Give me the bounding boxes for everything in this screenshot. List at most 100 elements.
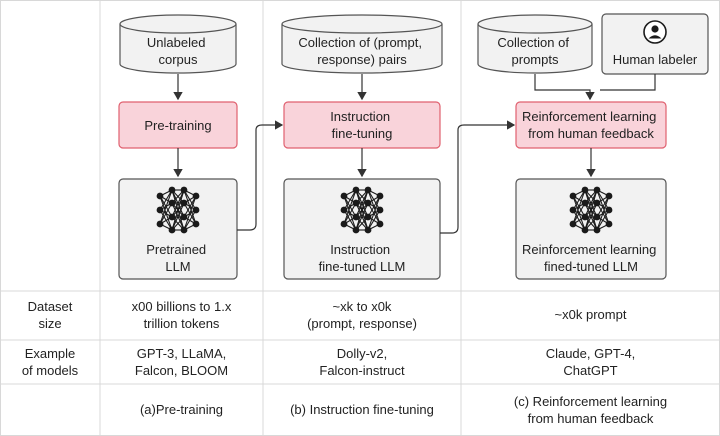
pretrained-llm-label: Pretrained LLM: [146, 242, 210, 274]
cell-line: (prompt, response): [307, 316, 417, 331]
stage-rlhf: Collection of prompts Human labeler: [477, 13, 709, 280]
network-edge: [572, 189, 586, 225]
network-node: [180, 226, 188, 234]
network-node: [352, 226, 360, 234]
cell-models-pretraining: GPT-3, LLaMA, Falcon, BLOOM: [100, 345, 263, 379]
prompt-response-pairs-label: Collection of (prompt, response) pairs: [298, 35, 425, 67]
human-labeler-box: Human labeler: [601, 13, 709, 75]
network-edge: [367, 195, 381, 218]
rlhf-llm-label: Reinforcement learning fined-tuned LLM: [522, 242, 660, 274]
network-edge: [171, 189, 185, 218]
network-edge: [159, 189, 173, 225]
row-header-line: Dataset: [27, 299, 73, 314]
instruction-llm-label: Instruction fine-tuned LLM: [319, 242, 406, 274]
cell-models-instruction: Dolly-v2, Falcon-instruct: [263, 345, 461, 379]
row-header-line: Example: [24, 346, 76, 361]
network-node: [376, 220, 384, 228]
network-node: [192, 192, 200, 200]
network-node: [156, 206, 164, 214]
neural-network-icon: [156, 186, 200, 234]
network-edge: [367, 195, 381, 231]
network-edge: [343, 189, 357, 225]
neural-network-icon: [340, 186, 384, 234]
row-header-example-models: Example of models: [0, 345, 100, 379]
network-node: [364, 226, 372, 234]
network-node: [569, 206, 577, 214]
caption-instruction: (b) Instruction fine-tuning: [263, 401, 461, 418]
cell-line: Falcon, BLOOM: [134, 363, 229, 378]
cell-line: trillion tokens: [143, 316, 220, 331]
network-edge: [355, 202, 369, 231]
cell-models-rlhf: Claude, GPT-4, ChatGPT: [461, 345, 720, 379]
cell-line: x00 billions to 1.x: [131, 299, 232, 314]
cell-line: Dolly-v2,: [336, 346, 388, 361]
network-node: [605, 220, 613, 228]
cell-line: ~xk to x0k: [332, 299, 392, 314]
network-node: [340, 220, 348, 228]
network-node: [180, 213, 188, 221]
network-edge: [159, 189, 173, 211]
network-node: [593, 199, 601, 207]
instruction-llm-box: Instruction fine-tuned LLM: [283, 178, 441, 280]
caption-rlhf: (c) Reinforcement learning from human fe…: [461, 393, 720, 427]
network-node: [352, 186, 360, 194]
network-edge: [584, 189, 598, 218]
network-node: [352, 213, 360, 221]
prompts-database: Collection of prompts: [477, 14, 593, 74]
cell-dataset-size-pretraining: x00 billions to 1.x trillion tokens: [100, 298, 263, 332]
cell-line: (a)Pre-training: [139, 402, 224, 417]
network-edge: [343, 189, 357, 211]
pretrained-llm-box: Pretrained LLM: [118, 178, 238, 280]
network-node: [364, 213, 372, 221]
pretraining-process-label: Pre-training: [144, 118, 211, 133]
network-edge: [596, 195, 610, 231]
network-node: [168, 186, 176, 194]
arrow-instruction-to-rlhf: [440, 120, 516, 234]
network-node: [593, 186, 601, 194]
network-edge: [159, 202, 173, 225]
network-edge: [171, 202, 185, 231]
cell-line: (b) Instruction fine-tuning: [290, 402, 434, 417]
network-edge: [355, 189, 369, 218]
arrow-labeler-to-rlhf: [600, 74, 656, 91]
neural-network-icon: [569, 186, 613, 234]
network-edge: [596, 209, 610, 231]
rlhf-process-box: Reinforcement learning from human feedba…: [515, 101, 667, 149]
network-node: [376, 206, 384, 214]
cell-line: GPT-3, LLaMA,: [136, 346, 227, 361]
prompt-response-pairs-database: Collection of (prompt, response) pairs: [281, 14, 443, 74]
person-icon: [643, 20, 667, 44]
network-edge: [183, 195, 197, 231]
stage-instruction: Collection of (prompt, response) pairs I…: [281, 14, 443, 280]
network-node: [168, 226, 176, 234]
pretraining-process-box: Pre-training: [118, 101, 238, 149]
network-node: [352, 199, 360, 207]
network-edge: [584, 202, 598, 231]
arrow-prompts-to-rlhf: [534, 74, 595, 101]
row-header-dataset-size: Dataset size: [0, 298, 100, 332]
network-node: [376, 192, 384, 200]
network-node: [168, 213, 176, 221]
network-node: [340, 192, 348, 200]
instruction-finetuning-process-box: Instruction fine-tuning: [283, 101, 441, 149]
network-edge: [367, 209, 381, 231]
network-node: [605, 192, 613, 200]
network-node: [156, 220, 164, 228]
network-edge: [596, 195, 610, 218]
network-node: [168, 199, 176, 207]
cell-line: ~x0k prompt: [554, 307, 627, 322]
cell-line: Falcon-instruct: [319, 363, 405, 378]
network-node: [581, 186, 589, 194]
network-node: [192, 206, 200, 214]
row-header-line: of models: [21, 363, 79, 378]
arrow-pretrained-to-instruction: [237, 120, 284, 231]
network-edge: [183, 209, 197, 231]
network-node: [180, 199, 188, 207]
network-node: [192, 220, 200, 228]
cell-line: ChatGPT: [563, 363, 618, 378]
network-node: [605, 206, 613, 214]
network-node: [593, 226, 601, 234]
network-edge: [183, 195, 197, 218]
